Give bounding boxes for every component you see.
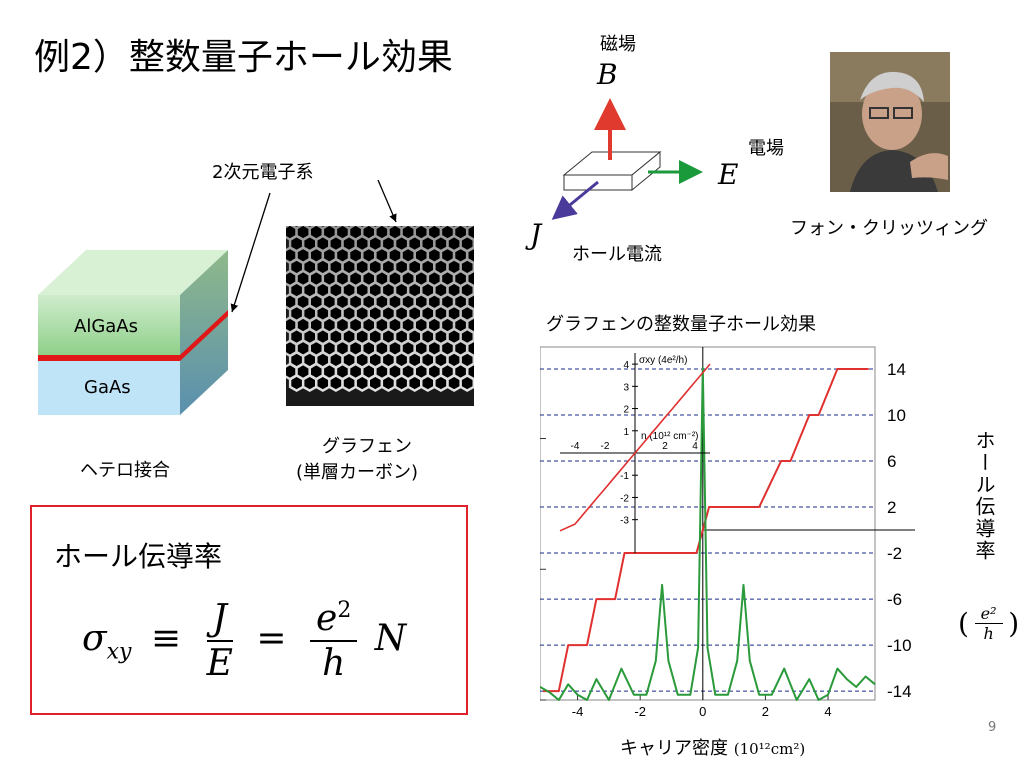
x-tick-label: -2 xyxy=(634,704,646,719)
graphene-lattice-image xyxy=(286,226,474,406)
right-tick-label: 14 xyxy=(887,360,906,379)
equiv-sign: ≡ xyxy=(150,618,182,660)
page-number: 9 xyxy=(988,720,997,735)
right-tick-label: -10 xyxy=(887,636,912,655)
two-d-electron-label: 2次元電子系 xyxy=(212,162,314,183)
j-numerator: J xyxy=(206,597,233,643)
hall-conductivity-line xyxy=(543,368,869,693)
electric-field-label: 電場 xyxy=(748,138,784,159)
right-tick-label: 6 xyxy=(887,452,896,471)
heterojunction-caption: ヘテロ接合 xyxy=(80,460,170,481)
x-tick-label: -4 xyxy=(572,704,584,719)
inset-y-tick-label: 4 xyxy=(623,360,629,371)
inset-x-tick-label: -2 xyxy=(601,441,610,452)
inset-y-tick-label: 2 xyxy=(623,405,629,416)
von-klitzing-photo xyxy=(830,52,950,192)
lattice-cell xyxy=(302,374,318,392)
unit-paren-open: ( xyxy=(958,607,969,641)
unit-paren-close: ) xyxy=(1008,607,1020,641)
j-symbol: J xyxy=(530,218,542,251)
heterostructure-diagram xyxy=(38,179,397,415)
sigma-symbol: σ xyxy=(82,618,107,660)
lattice-cell xyxy=(367,374,384,392)
right-tick-label: 2 xyxy=(887,498,896,517)
gaas-layer xyxy=(38,361,180,415)
x-axis-unit: (10¹²cm²) xyxy=(733,740,806,758)
inset-x-tick-label: 2 xyxy=(662,441,668,452)
inset-x-label: n (10¹² cm⁻²) xyxy=(641,431,699,442)
inset-y-tick-label: -3 xyxy=(620,516,629,527)
sigma-subscript: xy xyxy=(106,639,132,665)
right-tick-label: 10 xyxy=(887,406,906,425)
x-tick-label: 2 xyxy=(762,704,769,719)
b-symbol: B xyxy=(597,58,618,91)
inset-y-tick-label: 3 xyxy=(623,382,629,393)
hall-current-label: ホール電流 xyxy=(572,244,662,265)
formula-heading: ホール伝導率 xyxy=(54,540,223,573)
lattice-cell xyxy=(380,374,397,392)
h-denominator: h xyxy=(322,643,346,685)
block-top-face xyxy=(38,250,228,295)
right-tick-label: -6 xyxy=(887,590,902,609)
hall-conductivity-box: ホール伝導率 σxy ≡ J E = e2 h N xyxy=(30,505,468,715)
x-axis-label-text: キャリア密度 xyxy=(620,738,728,759)
magnetic-field-label: 磁場 xyxy=(600,34,636,55)
inset-y-tick-label: -1 xyxy=(620,471,629,482)
pointer-line-2 xyxy=(377,179,397,223)
hall-conductivity-formula: σxy ≡ J E = e2 h N xyxy=(82,597,406,685)
gaas-label: GaAs xyxy=(84,377,131,398)
right-tick-label: -14 xyxy=(887,682,912,701)
j-over-e-fraction: J E xyxy=(206,597,233,685)
inset-y-label: σxy (4e²/h) xyxy=(639,355,687,366)
pointer-line-1 xyxy=(230,192,271,313)
inset-x-tick-label: 4 xyxy=(692,441,698,452)
lattice-cell xyxy=(420,374,436,392)
page-title: 例2）整数量子ホール効果 xyxy=(34,37,453,78)
sample-side xyxy=(631,150,661,192)
unit-num: e² xyxy=(974,604,1003,625)
e2-over-h-fraction: e2 h xyxy=(310,597,358,685)
x-tick-label: 4 xyxy=(824,704,831,719)
j-arrow xyxy=(551,180,599,220)
lattice-cell xyxy=(315,374,331,392)
x-tick-label: 0 xyxy=(699,704,706,719)
right-axis-label: ホール伝導率 xyxy=(972,430,996,562)
lattice-cell xyxy=(288,374,305,392)
inset-y-tick-label: -2 xyxy=(620,493,629,504)
lattice-cell xyxy=(406,374,423,392)
right-tick-label: -2 xyxy=(887,544,902,563)
right-axis-unit: ( e² h ) xyxy=(958,604,1019,643)
lattice-cell xyxy=(393,374,410,392)
inset-hall-line xyxy=(559,363,711,532)
hall-geometry-diagram xyxy=(551,98,703,220)
graphene-subcaption: (単層カーボン) xyxy=(296,462,419,483)
lattice-cell xyxy=(341,374,357,392)
x-axis-label: キャリア密度 (10¹²cm²) xyxy=(620,734,805,760)
lattice-cell xyxy=(433,374,449,392)
lattice-cell xyxy=(459,374,474,392)
chart-title: グラフェンの整数量子ホール効果 xyxy=(546,314,816,335)
e-symbol: E xyxy=(718,158,739,191)
unit-fraction: e² h xyxy=(974,604,1003,644)
n-symbol: N xyxy=(374,618,407,660)
e-squared-exponent: 2 xyxy=(337,598,352,623)
inset-y-tick-label: 1 xyxy=(623,427,629,438)
unit-den: h xyxy=(983,624,994,644)
graphene-caption: グラフェン xyxy=(322,436,412,457)
equals-sign: = xyxy=(256,618,287,660)
resistivity-line xyxy=(540,366,876,701)
lattice-cell xyxy=(446,374,462,392)
lattice-cell xyxy=(354,374,370,392)
qhe-chart: 141062-2-6-10-14-4-202405104321-1-2-3-4-… xyxy=(540,346,915,719)
e-denominator: E xyxy=(206,643,233,685)
interface-layer xyxy=(38,310,228,361)
lattice-cell xyxy=(328,374,344,392)
algaas-layer xyxy=(38,295,180,355)
e-letter: e xyxy=(316,598,338,639)
e2-numerator: e2 xyxy=(310,597,358,643)
inset-x-tick-label: -4 xyxy=(571,441,580,452)
algaas-label: AlGaAs xyxy=(74,316,138,337)
person-caption: フォン・クリッツィング xyxy=(790,218,988,239)
